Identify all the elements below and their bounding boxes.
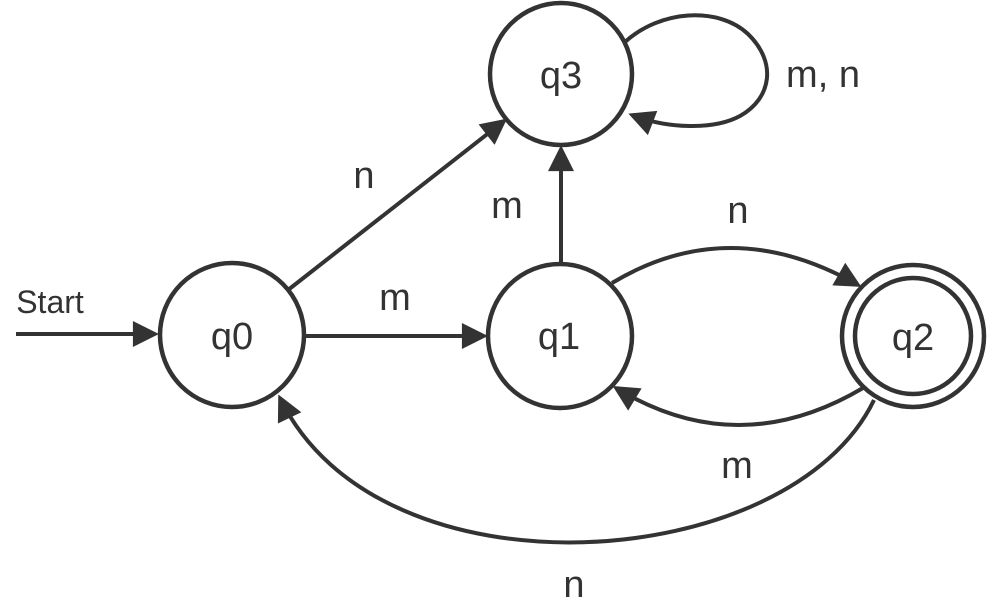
state-q1-circle xyxy=(485,261,635,411)
state-q2-label: q2 xyxy=(892,317,934,359)
edge-q2-q1 xyxy=(612,385,865,427)
edge-q0-q3 xyxy=(286,118,508,292)
edge-label-q2-q0: n xyxy=(563,564,584,606)
start-label: Start xyxy=(16,284,84,320)
state-q3-circle xyxy=(487,0,635,148)
edge-label-q0-q3: n xyxy=(353,155,374,197)
state-q3-label: q3 xyxy=(540,55,582,97)
edge-label-q0-q1: m xyxy=(379,277,411,319)
state-q1-label: q1 xyxy=(538,316,580,358)
edge-label-q3-self: m, n xyxy=(786,54,860,96)
edge-label-q2-q1: m xyxy=(721,445,753,487)
state-q2-inner-circle xyxy=(852,275,974,397)
edge-label-q1-q2: n xyxy=(727,190,748,232)
edge-label-q1-q3: m xyxy=(491,185,523,227)
edge-q1-q2 xyxy=(610,246,862,287)
edge-q2-q0 xyxy=(277,394,876,545)
state-q0-label: q0 xyxy=(211,316,253,358)
edge-q3-self-loop xyxy=(623,13,770,136)
